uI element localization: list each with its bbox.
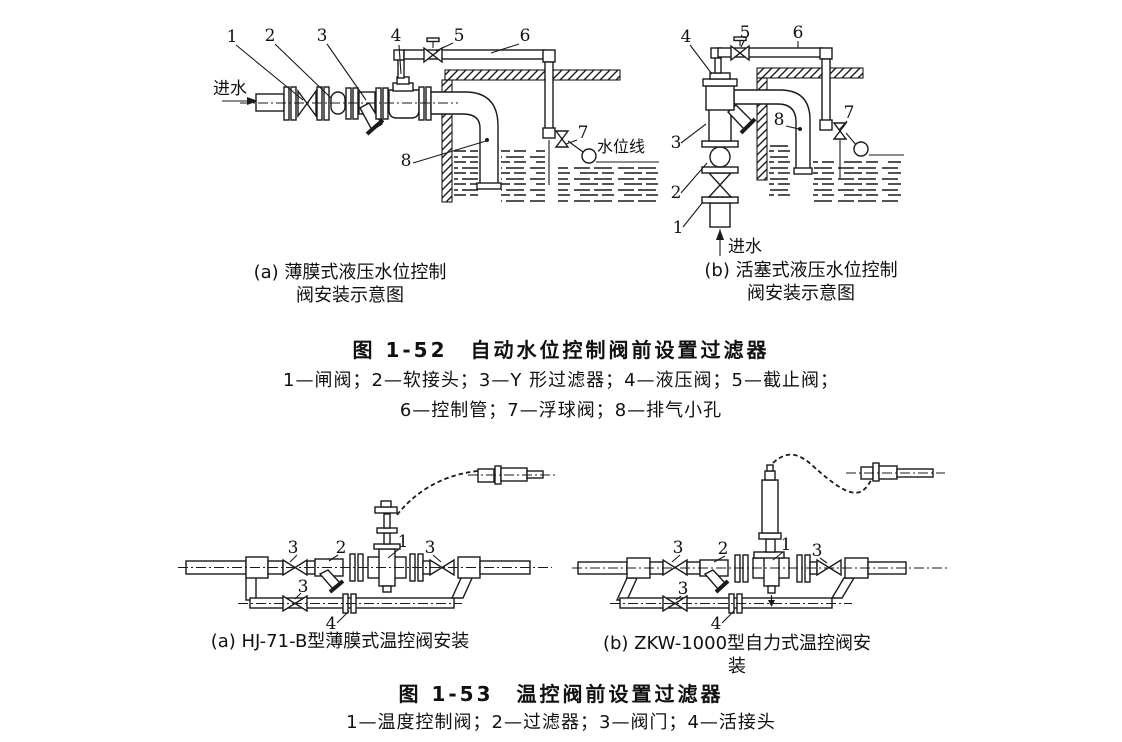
main-pipeline (185, 548, 531, 594)
control-pipe (710, 36, 869, 178)
main-pipeline (240, 76, 502, 190)
callout-7: 7 (844, 103, 855, 123)
hydraulic-valve (388, 76, 420, 119)
fig-1-53-diagram-b: 3 2 1 3 3 4 (572, 453, 948, 634)
inlet-arrow (716, 229, 724, 256)
stop-valve (730, 36, 750, 62)
tank-walls (756, 67, 864, 181)
stop-valve (423, 37, 443, 64)
bypass-line (245, 573, 475, 614)
fig-1-52b-caption-line2: 阀安装示意图 (747, 283, 855, 304)
inlet-pipe (709, 202, 731, 228)
fig-1-52b-caption: (b) 活塞式液压水位控制 阀安装示意图 (691, 259, 911, 305)
downpipe-end-cap (476, 182, 502, 190)
gate-valve (707, 172, 733, 198)
water-surface (454, 148, 659, 205)
callout-4: 4 (681, 27, 692, 47)
float-valve (832, 122, 869, 157)
water-surface (769, 145, 904, 204)
fig-1-52-legend-line1: 1—闸阀；2—软接头；3—Y 形过滤器；4—液压阀；5—截止阀； (283, 370, 839, 391)
gate-valve (297, 88, 317, 119)
temp-control-valve (367, 548, 407, 593)
capillary-chain (772, 453, 873, 494)
vertical-pipeline (701, 72, 813, 228)
callout-7: 7 (578, 123, 589, 143)
fig-1-53-legend: 1—温度控制阀；2—过滤器；3—阀门；4—活接头 (346, 712, 776, 733)
bypass-line (615, 577, 856, 614)
temperature-sensor (477, 465, 544, 485)
valve-left (662, 558, 688, 577)
callout-6: 6 (793, 23, 804, 43)
callout-1: 1 (398, 532, 409, 552)
actuator (753, 464, 785, 559)
callout-3: 3 (671, 133, 682, 153)
callout-6: 6 (520, 26, 531, 46)
callout-8: 8 (401, 151, 412, 171)
callouts: 3 2 1 3 3 4 (671, 535, 828, 634)
callout-2: 2 (718, 539, 729, 559)
fig-1-52b-caption-line1: (b) 活塞式液压水位控制 (704, 260, 898, 281)
fig-1-52-title: 图 1-52 自动水位控制阀前设置过滤器 (352, 338, 770, 362)
callout-3-left: 3 (288, 538, 299, 558)
piston-valve (702, 72, 738, 111)
fig-1-52a-caption-line2: 阀安装示意图 (296, 285, 404, 306)
callout-1: 1 (227, 27, 238, 47)
fig-1-52a-caption-line1: (a) 薄膜式液压水位控制 (253, 262, 447, 283)
callout-8: 8 (774, 110, 785, 130)
water-level-line-label: 水位线 (597, 137, 645, 156)
callout-5: 5 (740, 23, 751, 43)
float-ball (853, 141, 869, 157)
capillary-chain (396, 470, 479, 516)
fig-1-52a-caption: (a) 薄膜式液压水位控制 阀安装示意图 (240, 261, 460, 307)
callout-4: 4 (711, 614, 722, 634)
callouts: 3 2 1 3 3 4 (288, 532, 442, 634)
valve-right (816, 558, 842, 577)
inlet-water-label: 进水 (728, 237, 762, 257)
callout-1: 1 (781, 535, 792, 555)
callout-4: 4 (391, 26, 402, 46)
fig-1-53-title: 图 1-53 温控阀前设置过滤器 (398, 682, 724, 706)
fig-1-53-diagram-a: 3 2 1 3 3 4 (178, 465, 556, 634)
fig-1-53b-caption: (b) ZKW-1000型自力式温控阀安装 (602, 633, 872, 677)
callout-4: 4 (326, 614, 337, 634)
strainer (314, 558, 345, 594)
tank-walls (441, 69, 621, 203)
callout-3-right: 3 (812, 541, 823, 561)
callout-3-bypass: 3 (678, 579, 689, 599)
float-valve (554, 130, 597, 164)
callouts: 4 5 6 3 2 1 7 8 (671, 23, 855, 238)
control-pipe (393, 37, 597, 185)
downpipe-end-cap (793, 167, 813, 175)
callouts: 1 2 3 4 5 6 7 8 (227, 26, 589, 171)
callout-5: 5 (454, 26, 465, 46)
inlet-pipe (255, 93, 285, 112)
temperature-sensor (860, 462, 934, 482)
fig-1-52-diagram-b: 4 5 6 3 2 1 7 8 进水 (671, 23, 904, 257)
callout-3: 3 (317, 26, 328, 46)
strainer (699, 559, 730, 594)
fig-1-53a-caption: (a) HJ-71-B型薄膜式温控阀安装 (210, 631, 470, 652)
callout-2: 2 (671, 183, 682, 203)
callout-2: 2 (336, 538, 347, 558)
fig-1-52-legend-line2: 6—控制管；7—浮球阀；8—排气小孔 (399, 400, 723, 421)
float-ball (581, 148, 597, 164)
callout-3-left: 3 (673, 538, 684, 558)
callout-1: 1 (673, 218, 684, 238)
inlet-water-label: 进水 (213, 79, 247, 99)
callout-2: 2 (265, 26, 276, 46)
soft-joint (709, 146, 731, 168)
callout-3-bypass: 3 (298, 577, 309, 597)
callout-3-right: 3 (425, 538, 436, 558)
fig-1-52-diagram-a: 1 2 3 4 5 6 7 8 进水 水位线 (213, 26, 659, 205)
actuator (373, 500, 401, 550)
